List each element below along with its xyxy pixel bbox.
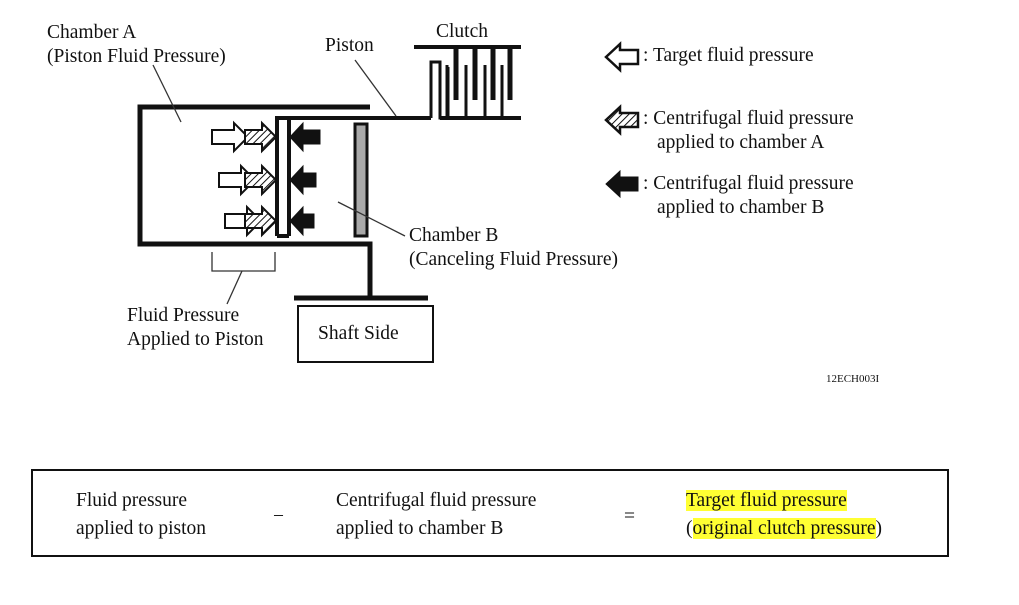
equation-minus: − [273, 506, 284, 527]
centrifugal-a-arrow [244, 120, 278, 154]
equation-result-line1: Target fluid pressure [686, 487, 847, 515]
shaft-side-label: Shaft Side [318, 323, 399, 344]
highlight-target-fluid-pressure: Target fluid pressure [686, 490, 847, 511]
centrifugal-b-arrows [289, 121, 321, 237]
centrifugal-b-arrow [289, 205, 315, 237]
fluid-pressure-sublabel: Applied to Piston [127, 329, 264, 350]
target-pressure-arrow [211, 120, 250, 154]
chamber-a-housing [137, 104, 373, 297]
canceller-plate [353, 122, 369, 238]
fluid-pressure-bracket [211, 252, 276, 272]
outline-arrow-icon [604, 41, 640, 73]
centrifugal-a-arrows [244, 120, 278, 238]
open-paren: ( [686, 518, 693, 539]
equation-box: Fluid pressure applied to piston − Centr… [31, 469, 949, 557]
centrifugal-a-arrow [244, 163, 278, 197]
close-paren: ) [875, 518, 883, 539]
equation-term2-line1: Centrifugal fluid pressure [336, 490, 537, 511]
equation-equals: = [624, 506, 635, 527]
legend-icons [604, 41, 640, 199]
chamber-b-leader [337, 201, 406, 237]
chamber-a-label: Chamber A [47, 22, 137, 43]
legend-centrifugal-b-text: : Centrifugal fluid pressure [643, 173, 854, 194]
legend-target-text: : Target fluid pressure [643, 45, 814, 66]
centrifugal-a-arrow [244, 204, 278, 238]
chamber-b-label: Chamber B [409, 225, 499, 246]
legend-centrifugal-a-subtext: applied to chamber A [657, 132, 825, 153]
clutch-pack [414, 45, 521, 120]
piston-label: Piston [325, 35, 374, 56]
highlight-original-clutch-pressure: original clutch pressure [692, 518, 876, 539]
legend-centrifugal-a-text: : Centrifugal fluid pressure [643, 108, 854, 129]
chamber-a-leader [152, 64, 182, 123]
figure-code: 12ECH003I [826, 373, 880, 385]
leader-lines [152, 59, 406, 305]
piston-body [275, 116, 431, 238]
solid-arrow-icon [605, 169, 639, 199]
equation-term1-line1: Fluid pressure [76, 490, 188, 511]
clutch-label: Clutch [436, 21, 488, 42]
piston-leader [354, 59, 397, 117]
equation-term1-line2: applied to piston [76, 518, 206, 539]
chamber-a-sublabel: (Piston Fluid Pressure) [47, 46, 226, 67]
shaft-side-box [297, 305, 434, 363]
fluid-pressure-label: Fluid Pressure [127, 305, 240, 326]
equation-term2-line2: applied to chamber B [336, 518, 504, 539]
hatched-arrow-icon [604, 104, 640, 136]
centrifugal-b-arrow [289, 121, 321, 153]
centrifugal-b-arrow [289, 164, 317, 196]
equation-result-line2: (original clutch pressure) [686, 515, 882, 543]
legend-centrifugal-b-subtext: applied to chamber B [657, 197, 825, 218]
fluid-pressure-leader [226, 270, 243, 305]
chamber-b-sublabel: (Canceling Fluid Pressure) [409, 249, 619, 270]
